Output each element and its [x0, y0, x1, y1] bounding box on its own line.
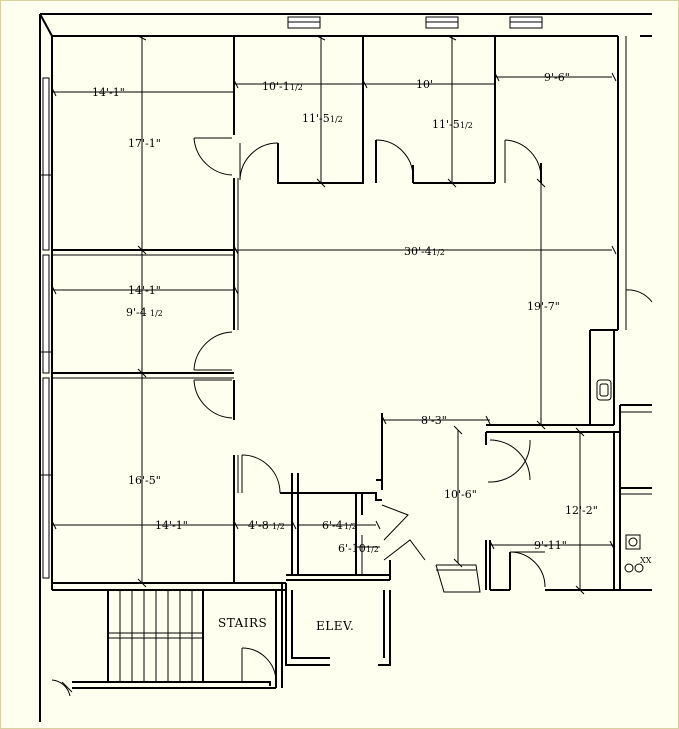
- dim-fraction: 1/2: [272, 522, 285, 531]
- dim-label: 30'-4: [404, 245, 432, 258]
- dimension-labels: 14'-1" 17'-1" 10'-1 1/2 10' 9'-6" 11'-5 …: [92, 71, 598, 555]
- exterior-walls: [39, 13, 652, 722]
- dim-label: 11'-5: [302, 112, 330, 125]
- left-windows: [40, 77, 52, 579]
- dim-label: 11'-5: [432, 118, 460, 131]
- top-windows: [287, 16, 543, 29]
- dim-fraction: 1/2: [150, 309, 163, 318]
- stairs-and-elevator: [72, 583, 391, 689]
- dim-label: 9'-6": [544, 71, 570, 84]
- dim-label: 17'-1": [128, 137, 161, 150]
- dimension-lines: [51, 35, 617, 595]
- dim-label: 6'-10: [338, 542, 366, 555]
- dim-label: 14'-1": [128, 284, 161, 297]
- dim-label: 14'-1": [92, 86, 125, 99]
- dim-label: 12'-2": [565, 504, 598, 517]
- dim-label: 19'-7": [527, 300, 560, 313]
- room-label-stairs: STAIRS: [218, 616, 267, 630]
- dim-label: 8'-3": [421, 414, 447, 427]
- dim-label: 16'-5": [128, 474, 161, 487]
- dim-label: 4'-8: [248, 519, 269, 532]
- dim-fraction: 1/2: [460, 121, 473, 130]
- room-labels: STAIRS ELEV.: [218, 616, 354, 633]
- doors: [51, 137, 653, 697]
- dim-label: 6'-4: [322, 519, 343, 532]
- dim-fraction: 1/2: [432, 248, 445, 257]
- dim-fraction: 1/2: [330, 115, 343, 124]
- dim-fraction: 1/2: [344, 522, 357, 531]
- dim-fraction: 1/2: [290, 83, 303, 92]
- dim-label: 14'-1": [155, 519, 188, 532]
- room-label-elevator: ELEV.: [316, 619, 354, 633]
- dim-fraction: 1/2: [366, 545, 379, 554]
- dim-label: 10': [416, 78, 433, 91]
- svg-text:XX: XX: [640, 556, 652, 565]
- dim-label: 9'-11": [534, 539, 567, 552]
- dim-label: 10'-1: [262, 80, 290, 93]
- dim-label: 9'-4: [126, 306, 147, 319]
- fixtures: XX: [596, 379, 652, 573]
- dim-label: 10'-6": [444, 488, 477, 501]
